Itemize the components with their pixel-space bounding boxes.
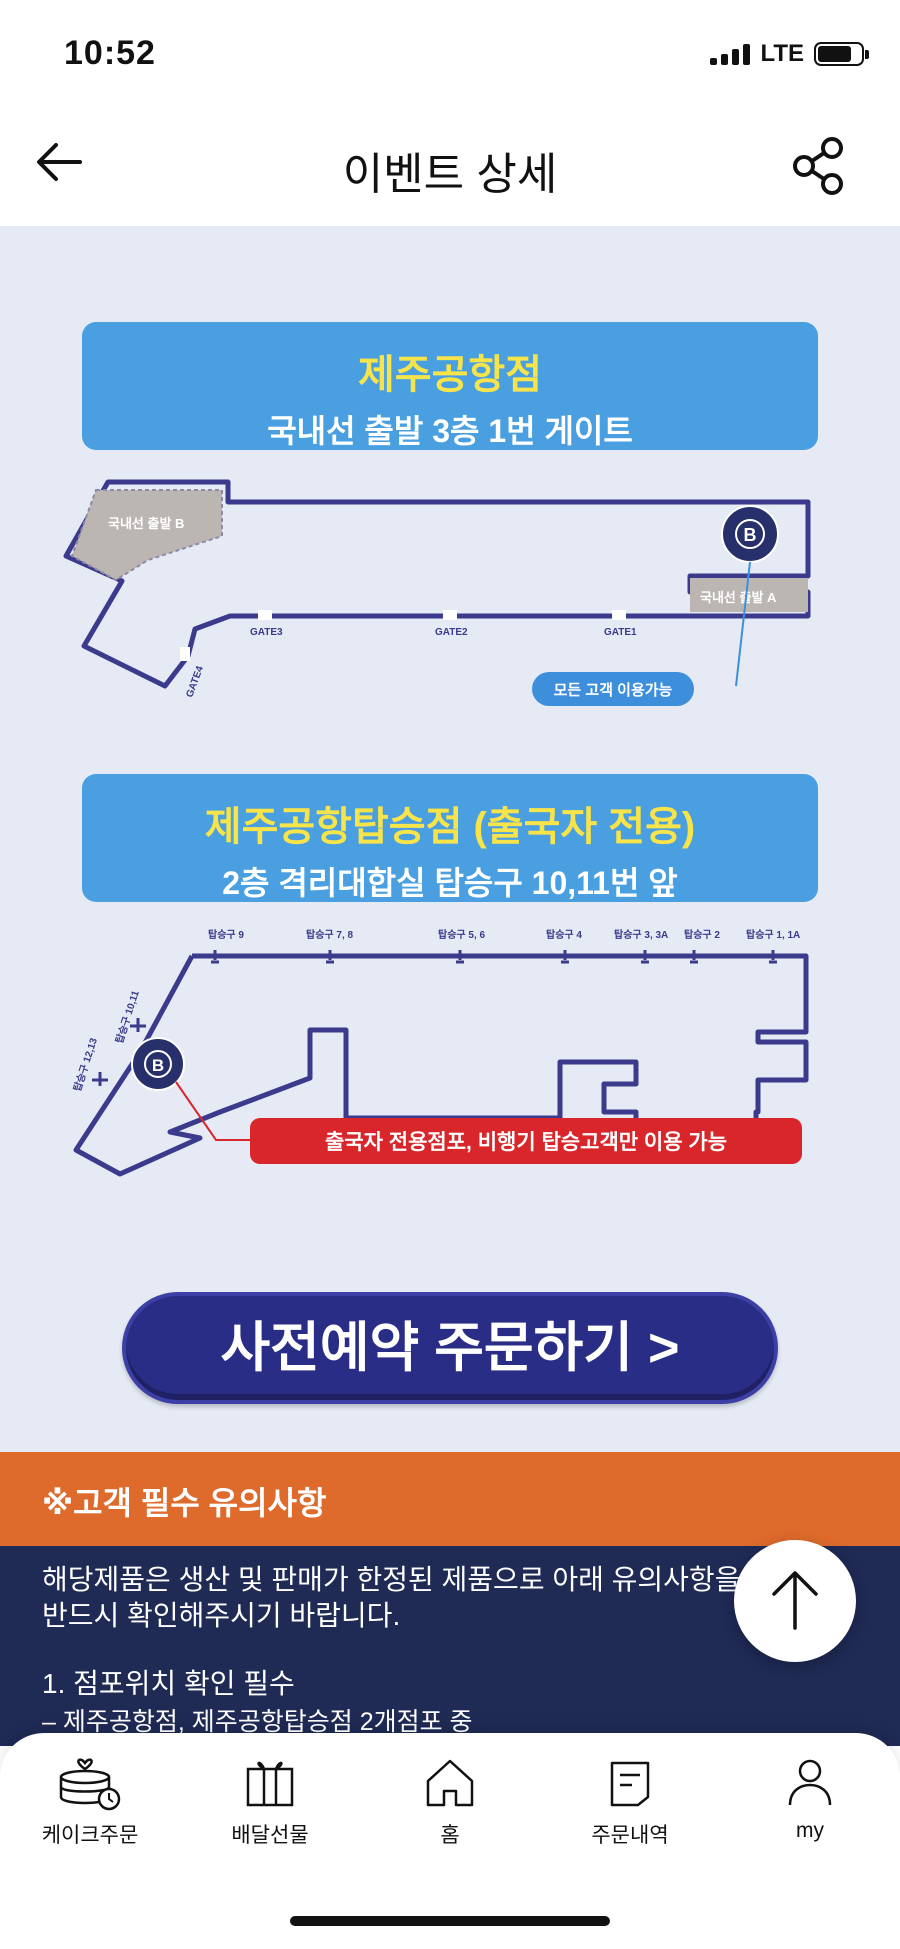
- plane-icon-row: [209, 950, 779, 964]
- gate11a-label: 탑승구 1, 1A: [746, 929, 800, 941]
- store1-callout-box: [532, 672, 694, 706]
- nav-label: 케이크주문: [41, 1824, 139, 1847]
- home-icon: [426, 1759, 474, 1807]
- nav-label: my: [796, 1819, 824, 1842]
- gate56-label: 탑승구 5, 6: [438, 929, 485, 941]
- store2-logo-icon: B: [131, 1037, 185, 1091]
- notice-line: 해당제품은 생산 및 판매가 한정된 제품으로 아래 유의사항을: [42, 1564, 741, 1595]
- nav-label: 주문내역: [591, 1824, 669, 1847]
- notice-line: 1. 점포위치 확인 필수: [42, 1668, 295, 1699]
- gate2-label-2: 탑승구 2: [684, 929, 720, 941]
- store2-callout: 출국자 전용점포, 비행기 탑승고객만 이용 가능: [325, 1131, 727, 1154]
- area-b-zone: [70, 489, 223, 582]
- gate1213-label: 탑승구 12,13: [71, 1036, 100, 1093]
- nav-delivery-gift[interactable]: 배달선물: [180, 1753, 360, 1863]
- store1-location: 국내선 출발 3층 1번 게이트: [267, 413, 633, 449]
- area-b-label: 국내선 출발 B: [108, 516, 184, 531]
- gate78-label: 탑승구 7, 8: [306, 929, 353, 941]
- nav-cake-order[interactable]: 케이크주문: [0, 1753, 180, 1863]
- preorder-button[interactable]: 사전예약 주문하기 >: [122, 1292, 778, 1404]
- store1-logo-letter: B: [744, 525, 757, 545]
- order-list-icon: [610, 1761, 650, 1807]
- gate1011-label: 탑승구 10,11: [113, 989, 141, 1045]
- notice-line: 반드시 확인해주시기 바랍니다.: [42, 1600, 401, 1631]
- cake-clock-icon: [59, 1758, 121, 1811]
- home-indicator: [290, 1916, 610, 1926]
- nav-order-history[interactable]: 주문내역: [540, 1753, 720, 1863]
- gate1-label: GATE1: [604, 627, 637, 638]
- event-detail-image: 제주공항점 국내선 출발 3층 1번 게이트 국내선 출발 B 국내선 출발 A…: [0, 226, 900, 1452]
- store1-name: 제주공항점: [358, 353, 542, 397]
- notice-title: ※고객 필수 유의사항: [42, 1485, 327, 1521]
- status-indicators: LTE: [710, 40, 869, 68]
- gate4-label: GATE4: [184, 664, 206, 699]
- nav-home[interactable]: 홈: [360, 1753, 540, 1863]
- status-time: 10:52: [64, 34, 156, 72]
- store1-callout: 모든 고객 이용가능: [554, 681, 673, 699]
- notice-line: – 제주공항점, 제주공항탑승점 2개점포 중: [42, 1708, 473, 1736]
- store2-logo-letter: B: [152, 1056, 164, 1075]
- back-arrow-icon[interactable]: [30, 132, 90, 192]
- nav-label: 배달선물: [231, 1824, 309, 1847]
- gate9-label: 탑승구 9: [208, 929, 244, 941]
- area-a-zone: [690, 578, 808, 612]
- bottom-navigation: 케이크주문 배달선물 홈 주문내역 my: [0, 1733, 900, 1949]
- store2-location: 2층 격리대합실 탑승구 10,11번 앞: [222, 865, 678, 901]
- scroll-to-top-button[interactable]: [734, 1540, 856, 1662]
- store2-map: 탑승구 9 탑승구 7, 8 탑승구 5, 6 탑승구 4 탑승구 3, 3A …: [0, 916, 900, 1226]
- notice-header: ※고객 필수 유의사항: [0, 1452, 900, 1546]
- store1-map: 국내선 출발 B 국내선 출발 A GATE3 GATE2 GATE1 GATE…: [0, 466, 900, 726]
- store2-banner: 제주공항탑승점 (출국자 전용) 2층 격리대합실 탑승구 10,11번 앞: [82, 774, 818, 902]
- share-icon[interactable]: [792, 136, 846, 196]
- gate4-label-2: 탑승구 4: [546, 929, 582, 941]
- battery-icon: [814, 42, 869, 66]
- network-label: LTE: [760, 40, 804, 67]
- store1-banner: 제주공항점 국내선 출발 3층 1번 게이트: [82, 322, 818, 450]
- arrow-up-icon: [772, 1571, 818, 1630]
- store2-name: 제주공항탑승점 (출국자 전용): [204, 805, 696, 849]
- gift-icon: [246, 1761, 294, 1807]
- nav-my[interactable]: my: [720, 1753, 900, 1863]
- nav-label: 홈: [440, 1824, 460, 1847]
- area-a-label: 국내선 출발 A: [700, 590, 777, 605]
- app-header: 이벤트 상세: [0, 110, 900, 226]
- person-icon: [788, 1759, 832, 1806]
- gate33a-label: 탑승구 3, 3A: [614, 929, 668, 941]
- store1-logo-icon: B: [721, 505, 779, 563]
- gate2-label: GATE2: [435, 627, 468, 638]
- status-bar: 10:52 LTE: [0, 0, 900, 110]
- page-title: 이벤트 상세: [342, 150, 558, 199]
- signal-icon: [710, 43, 751, 65]
- store2-callout-box: [250, 1118, 802, 1164]
- gate3-label: GATE3: [250, 627, 283, 638]
